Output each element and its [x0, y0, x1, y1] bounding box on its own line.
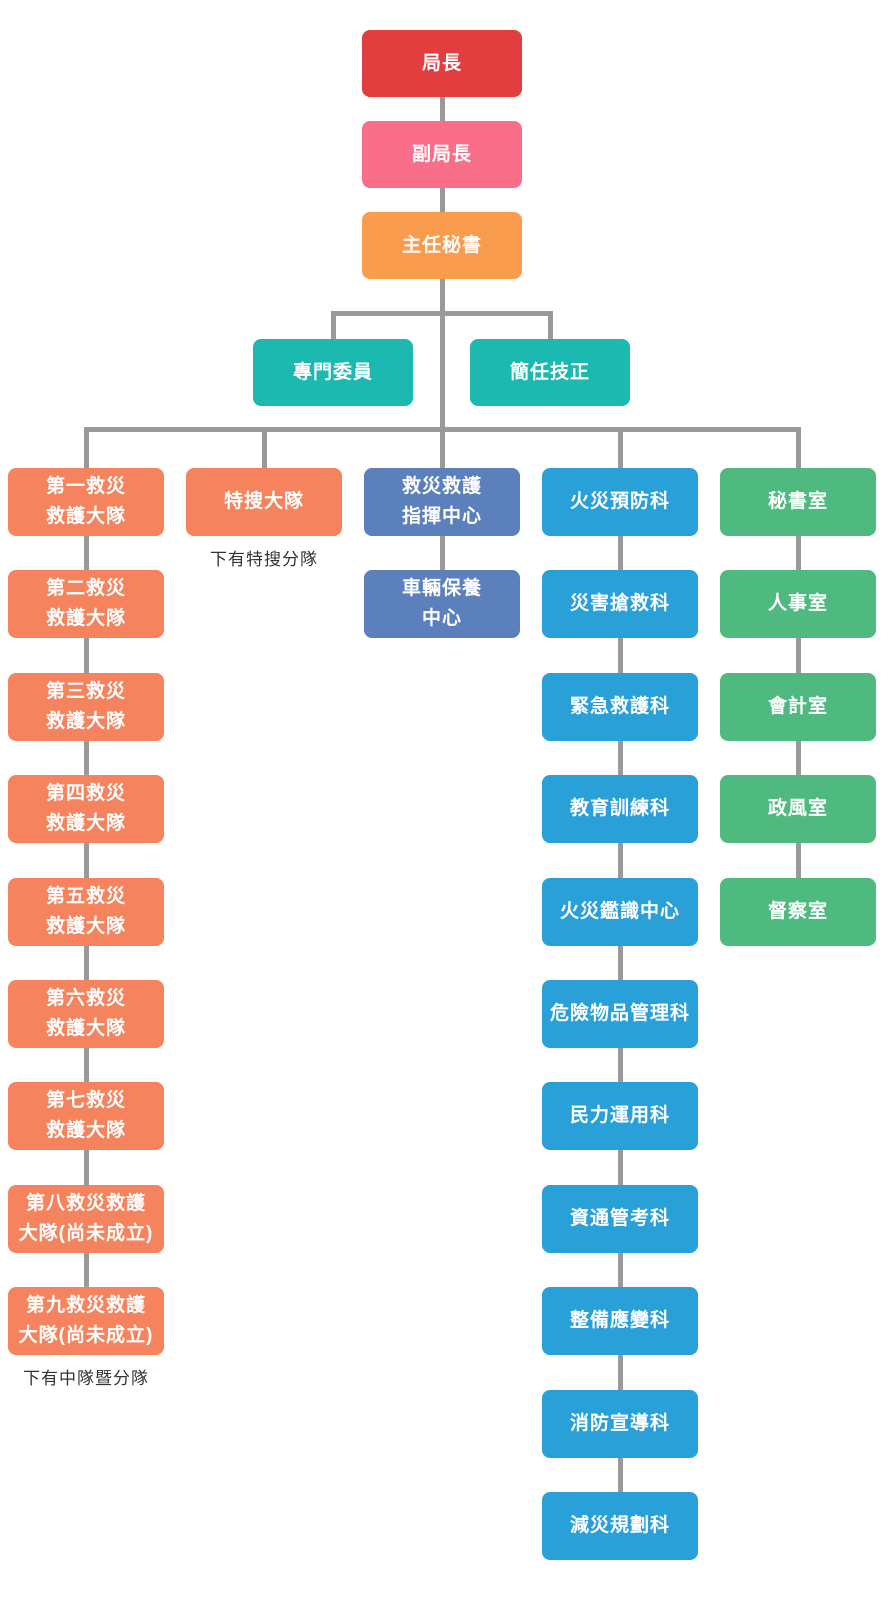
- node-offices-1: 人事室: [720, 570, 876, 638]
- node-top-0: 局長: [362, 30, 522, 97]
- node-divisions-0: 火災預防科: [542, 468, 698, 536]
- node-rescue-brigades-4: 第五救災 救護大隊: [8, 878, 164, 946]
- note-rescue-brigades: 下有中隊暨分隊: [23, 1369, 149, 1388]
- connector-column-drop-2: [439, 427, 445, 470]
- connector-column-spine-command-center: [439, 502, 445, 604]
- node-divisions-3: 教育訓練科: [542, 775, 698, 843]
- node-rescue-brigades-0: 第一救災 救護大隊: [8, 468, 164, 536]
- connector-column-drop-3: [617, 427, 623, 470]
- node-rescue-brigades-1: 第二救災 救護大隊: [8, 570, 164, 638]
- node-top-1: 副局長: [362, 121, 522, 188]
- connector-staff-drop-1: [547, 311, 553, 341]
- node-command-center-0: 救災救護 指揮中心: [364, 468, 520, 536]
- node-divisions-10: 減災規劃科: [542, 1492, 698, 1560]
- node-divisions-4: 火災鑑識中心: [542, 878, 698, 946]
- node-divisions-5: 危險物品管理科: [542, 980, 698, 1048]
- connector-column-drop-4: [795, 427, 801, 470]
- node-divisions-6: 民力運用科: [542, 1082, 698, 1150]
- node-offices-3: 政風室: [720, 775, 876, 843]
- node-divisions-2: 緊急救護科: [542, 673, 698, 741]
- node-special-search-brigade-0: 特搜大隊: [186, 468, 342, 536]
- node-offices-0: 秘書室: [720, 468, 876, 536]
- connector-column-drop-0: [83, 427, 89, 470]
- node-rescue-brigades-8: 第九救災救護 大隊(尚未成立): [8, 1287, 164, 1355]
- node-staff-1: 簡任技正: [470, 339, 630, 406]
- node-staff-0: 專門委員: [253, 339, 413, 406]
- node-rescue-brigades-7: 第八救災救護 大隊(尚未成立): [8, 1185, 164, 1253]
- node-offices-2: 會計室: [720, 673, 876, 741]
- node-divisions-7: 資通管考科: [542, 1185, 698, 1253]
- connector-staff-horizontal: [330, 311, 553, 316]
- node-divisions-8: 整備應變科: [542, 1287, 698, 1355]
- node-divisions-9: 消防宣導科: [542, 1390, 698, 1458]
- connector-staff-drop-0: [330, 311, 336, 341]
- node-rescue-brigades-2: 第三救災 救護大隊: [8, 673, 164, 741]
- node-divisions-1: 災害搶救科: [542, 570, 698, 638]
- connector-column-drop-1: [261, 427, 267, 470]
- connector-trunk: [439, 97, 445, 470]
- note-special-search-brigade: 下有特搜分隊: [210, 550, 318, 569]
- node-command-center-1: 車輛保養 中心: [364, 570, 520, 638]
- node-rescue-brigades-3: 第四救災 救護大隊: [8, 775, 164, 843]
- node-offices-4: 督察室: [720, 878, 876, 946]
- node-top-2: 主任秘書: [362, 212, 522, 279]
- node-rescue-brigades-5: 第六救災 救護大隊: [8, 980, 164, 1048]
- node-rescue-brigades-6: 第七救災 救護大隊: [8, 1082, 164, 1150]
